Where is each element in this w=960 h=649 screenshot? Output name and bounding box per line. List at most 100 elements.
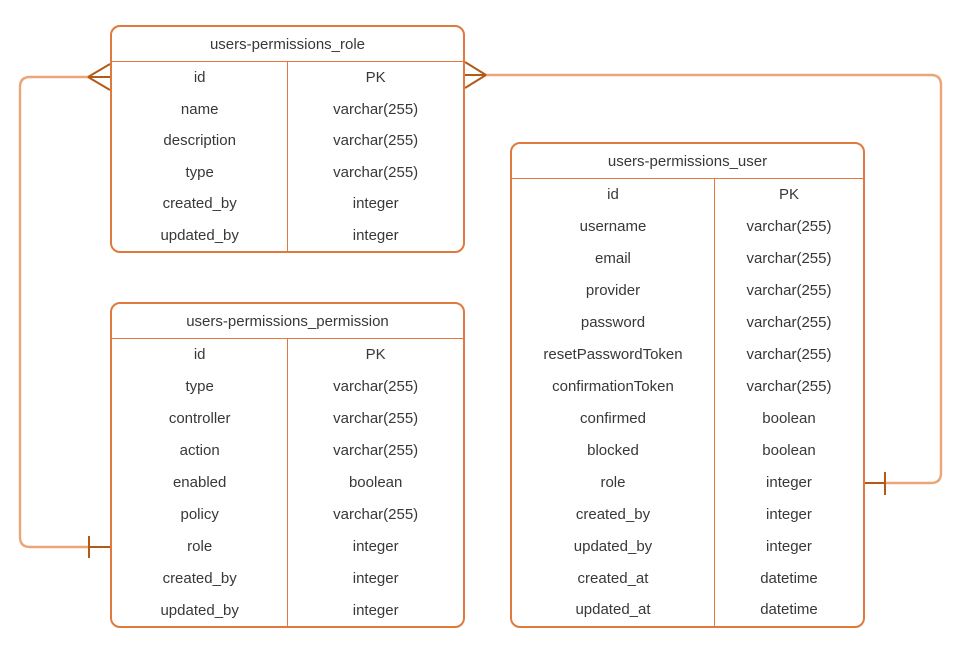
attribute-type: PK (365, 346, 386, 364)
one-tick-marker (88, 536, 110, 558)
attribute-row[interactable]: description varchar(255) (112, 125, 463, 157)
attribute-row[interactable]: updated_by integer (112, 219, 463, 251)
attribute-type: boolean (762, 409, 816, 427)
attribute-type: varchar(255) (333, 163, 419, 181)
attribute-row[interactable]: role integer (512, 466, 863, 499)
entity-users-permissions-role[interactable]: users-permissions_role id PK name varcha… (110, 25, 465, 253)
attribute-row[interactable]: updated_by integer (112, 594, 463, 627)
attribute-type: varchar(255) (746, 346, 832, 364)
attribute-name: updated_by (512, 530, 715, 563)
attribute-name: username (512, 210, 715, 243)
attribute-type: PK (365, 69, 386, 87)
attribute-type: integer (352, 569, 399, 587)
attribute-type: integer (352, 226, 399, 244)
attribute-list: id PK username varchar(255) email varcha… (512, 179, 863, 626)
attribute-row[interactable]: id PK (512, 179, 863, 211)
attribute-name: created_by (112, 188, 289, 220)
attribute-row[interactable]: created_by integer (112, 562, 463, 595)
attribute-type: integer (766, 505, 812, 523)
attribute-type: varchar(255) (333, 100, 419, 118)
attribute-row[interactable]: blocked boolean (512, 434, 863, 467)
attribute-type: varchar(255) (746, 282, 832, 300)
attribute-name: updated_by (112, 219, 289, 251)
attribute-type: varchar(255) (746, 377, 832, 395)
attribute-name: description (112, 125, 289, 157)
crow-foot-many-marker (87, 63, 111, 91)
connector-line[interactable] (18, 75, 89, 549)
attribute-row[interactable]: controller varchar(255) (112, 402, 463, 435)
attribute-type: integer (352, 601, 399, 619)
attribute-row[interactable]: updated_by integer (512, 530, 863, 563)
attribute-type: boolean (762, 441, 816, 459)
attribute-name: confirmationToken (512, 370, 715, 403)
attribute-row[interactable]: username varchar(255) (512, 210, 863, 243)
attribute-row[interactable]: email varchar(255) (512, 242, 863, 275)
entity-title: users-permissions_permission (112, 304, 463, 339)
attribute-type: datetime (760, 601, 818, 619)
attribute-row[interactable]: id PK (112, 339, 463, 371)
attribute-row[interactable]: id PK (112, 62, 463, 94)
attribute-list: id PK name varchar(255) description varc… (112, 62, 463, 251)
attribute-row[interactable]: created_by integer (512, 498, 863, 531)
attribute-row[interactable]: resetPasswordToken varchar(255) (512, 338, 863, 371)
attribute-row[interactable]: confirmed boolean (512, 402, 863, 435)
relationship-role-permission[interactable] (18, 63, 111, 558)
attribute-name: created_at (512, 562, 715, 594)
attribute-row[interactable]: type varchar(255) (112, 156, 463, 188)
attribute-name: enabled (112, 466, 289, 499)
attribute-row[interactable]: type varchar(255) (112, 370, 463, 403)
attribute-type: varchar(255) (333, 410, 419, 428)
attribute-row[interactable]: updated_at datetime (512, 593, 863, 626)
attribute-row[interactable]: role integer (112, 530, 463, 563)
attribute-type: integer (766, 473, 812, 491)
attribute-row[interactable]: enabled boolean (112, 466, 463, 499)
attribute-row[interactable]: action varchar(255) (112, 434, 463, 467)
attribute-name: id (512, 179, 715, 211)
attribute-name: id (112, 339, 289, 371)
attribute-name: resetPasswordToken (512, 338, 715, 371)
attribute-name: updated_by (112, 594, 289, 627)
attribute-name: updated_at (512, 593, 715, 626)
attribute-type: integer (352, 195, 399, 213)
attribute-name: name (112, 93, 289, 125)
entity-users-permissions-user[interactable]: users-permissions_user id PK username va… (510, 142, 865, 628)
entity-title: users-permissions_user (512, 144, 863, 179)
attribute-row[interactable]: confirmationToken varchar(255) (512, 370, 863, 403)
attribute-name: email (512, 242, 715, 275)
attribute-row[interactable]: created_by integer (112, 188, 463, 220)
attribute-type: varchar(255) (746, 250, 832, 268)
attribute-name: type (112, 370, 289, 403)
attribute-name: role (512, 466, 715, 499)
attribute-type: datetime (760, 569, 818, 587)
attribute-name: created_by (112, 562, 289, 595)
attribute-row[interactable]: created_at datetime (512, 562, 863, 594)
attribute-type: integer (766, 537, 812, 555)
attribute-type: varchar(255) (746, 218, 832, 236)
connector-line[interactable] (486, 73, 943, 485)
attribute-row[interactable]: password varchar(255) (512, 306, 863, 339)
attribute-name: policy (112, 498, 289, 531)
attribute-name: blocked (512, 434, 715, 467)
attribute-list: id PK type varchar(255) controller varch… (112, 339, 463, 627)
attribute-row[interactable]: name varchar(255) (112, 93, 463, 125)
attribute-name: controller (112, 402, 289, 435)
attribute-row[interactable]: provider varchar(255) (512, 274, 863, 307)
attribute-type: varchar(255) (333, 378, 419, 396)
attribute-row[interactable]: policy varchar(255) (112, 498, 463, 531)
attribute-name: created_by (512, 498, 715, 531)
attribute-type: boolean (348, 474, 403, 491)
entity-users-permissions-permission[interactable]: users-permissions_permission id PK type … (110, 302, 465, 628)
attribute-name: action (112, 434, 289, 467)
attribute-type: varchar(255) (746, 314, 832, 332)
attribute-type: PK (778, 186, 799, 204)
relationship-role-user[interactable] (464, 61, 943, 495)
entity-title: users-permissions_role (112, 27, 463, 62)
attribute-name: type (112, 156, 289, 188)
attribute-name: confirmed (512, 402, 715, 435)
one-tick-marker (865, 472, 886, 495)
crow-foot-many-marker (464, 61, 487, 89)
attribute-name: role (112, 530, 289, 563)
attribute-type: varchar(255) (333, 132, 419, 150)
